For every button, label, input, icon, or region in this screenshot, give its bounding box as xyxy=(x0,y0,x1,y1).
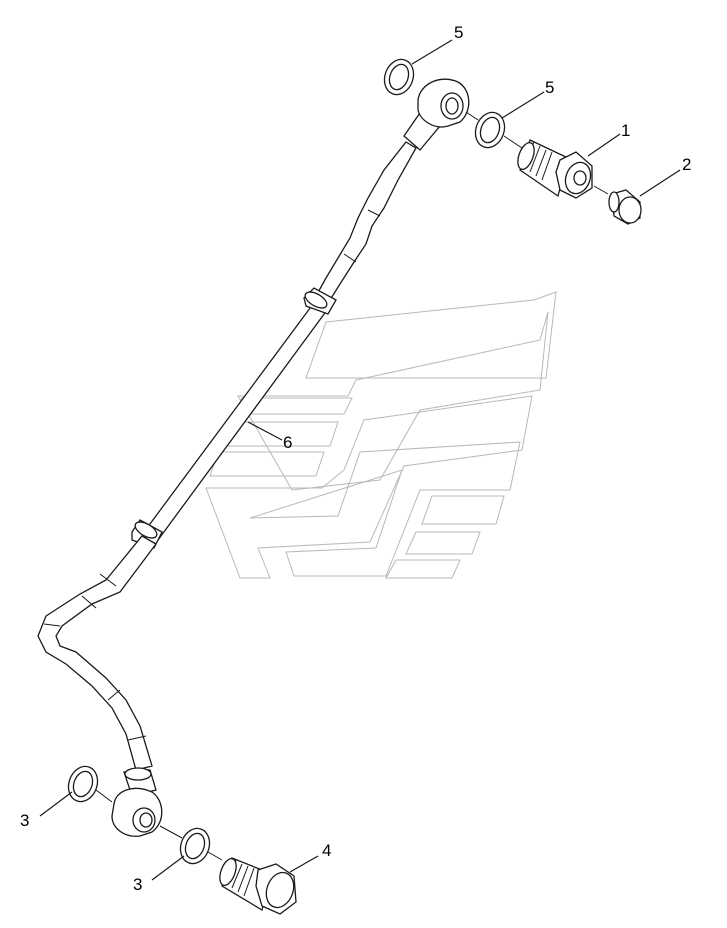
washer-top-left xyxy=(383,58,415,96)
plug-top xyxy=(608,189,642,225)
watermark-logo xyxy=(205,291,557,579)
oil-tube xyxy=(37,141,417,771)
axis-lines xyxy=(95,111,609,861)
washer-top-right xyxy=(474,111,506,149)
bottom-banjo-fitting xyxy=(111,767,163,837)
callout-3-bottom: 3 xyxy=(133,875,142,894)
washer-bottom-left xyxy=(67,765,99,803)
callout-1: 1 xyxy=(621,121,630,140)
callout-2: 2 xyxy=(682,155,691,174)
callout-4: 4 xyxy=(322,841,331,860)
callout-6: 6 xyxy=(283,433,292,452)
leader-lines xyxy=(39,39,681,881)
callout-3-left: 3 xyxy=(20,811,29,830)
top-banjo-fitting xyxy=(403,78,470,151)
callout-5-right: 5 xyxy=(545,78,554,97)
banjo-bolt-bottom xyxy=(219,857,297,915)
washer-bottom-right xyxy=(179,827,211,865)
banjo-bolt-top xyxy=(517,139,593,199)
callout-5-top: 5 xyxy=(454,23,463,42)
